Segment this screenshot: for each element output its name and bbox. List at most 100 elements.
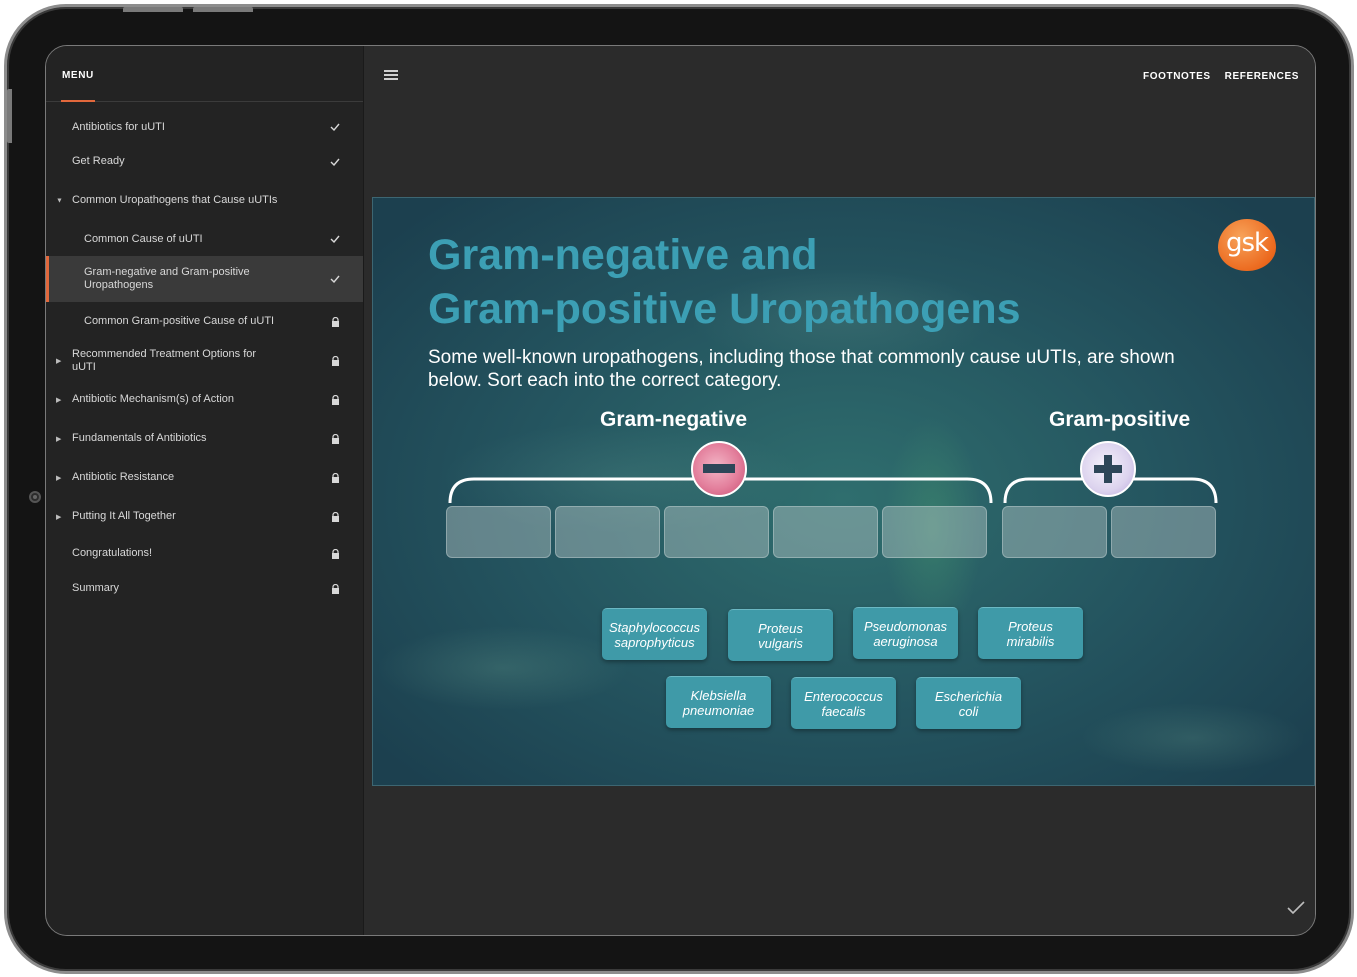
volume-button [123,7,183,12]
sidebar-item-label: Common Uropathogens that Cause uUTIs [72,194,278,206]
side-button [7,89,12,143]
footnotes-link[interactable]: FOOTNOTES [1143,71,1211,82]
chip-label-line-2: mirabilis [1006,633,1055,649]
sidebar-item-label: Congratulations! [72,547,153,559]
sidebar-item-label: Common Gram-positive Cause of uUTI [84,315,275,327]
gram-negative-slot[interactable] [664,506,769,558]
caret-right-icon[interactable]: ▶ [56,474,62,482]
caret-right-icon[interactable]: ▶ [56,357,62,365]
checkmark-icon [329,273,341,285]
sidebar-item[interactable]: ▶ Antibiotic Mechanism(s) of Action [46,380,363,419]
lock-icon [329,433,341,445]
sidebar-item-label: Summary [72,582,120,594]
slide-title-line-1: Gram-negative and [428,231,818,279]
gram-positive-slot[interactable] [1111,506,1216,558]
checkmark-icon [329,156,341,168]
chip-label-line-2: saprophyticus [614,634,695,650]
chip-label-line-1: Enterococcus [804,688,883,704]
chip-label-line-1: Klebsiella [690,687,747,703]
caret-right-icon[interactable]: ▶ [56,396,62,404]
gram-positive-slot[interactable] [1002,506,1107,558]
chip-label-line-2: aeruginosa [873,633,938,649]
gram-negative-heading: Gram-negative [600,408,748,431]
sidebar-item-label: Putting It All Together [72,510,176,522]
sidebar-item[interactable]: ▶ Antibiotic Resistance [46,458,363,497]
sidebar-item-label: Recommended Treatment Options for uUTI [72,347,257,373]
lock-icon [329,316,341,328]
gram-positive-drop-zone [1002,506,1216,558]
checkmark-submit-icon[interactable] [1287,901,1305,915]
lock-icon [329,355,341,367]
menu-header: MENU [46,46,363,102]
sidebar-item-label: Antibiotic Resistance [72,471,175,483]
sidebar-item[interactable]: Common Gram-positive Cause of uUTI [46,302,363,341]
sidebar-item[interactable]: ▼ Common Uropathogens that Cause uUTIs [46,179,363,222]
gsk-logo: gsk [1218,219,1276,271]
chip-label-line-2: faecalis [821,703,866,719]
gram-negative-slot[interactable] [882,506,987,558]
sidebar-item-label: Antibiotic Mechanism(s) of Action [72,393,235,405]
sidebar-item-label: Antibiotics for uUTI [72,120,165,133]
gram-negative-slot[interactable] [446,506,551,558]
chip-label-line-1: Proteus [758,620,803,636]
slide-title: Gram-negative and Gram-positive Uropatho… [428,228,1128,336]
sidebar-item[interactable]: ▶ Recommended Treatment Options for uUTI [46,341,363,380]
hamburger-menu-icon[interactable] [384,70,398,82]
top-links: FOOTNOTES REFERENCES [1143,71,1299,82]
slide: Gram-negative and Gram-positive Uropatho… [372,197,1315,786]
sidebar-item-label: Get Ready [72,155,125,167]
sidebar-item-label: Gram-negative and Gram-positive Uropatho… [84,266,250,291]
sidebar-item[interactable]: ▶ Putting It All Together [46,497,363,536]
menu-title: MENU [62,70,94,81]
caret-right-icon[interactable]: ▶ [56,513,62,521]
chip-label-line-1: Escherichia [934,688,1003,704]
caret-right-icon[interactable]: ▶ [56,435,62,443]
camera-icon [29,491,41,503]
gram-negative-slot[interactable] [555,506,660,558]
sidebar-item[interactable]: Congratulations! [46,536,363,571]
volume-button [193,7,253,12]
sidebar-item[interactable]: Antibiotics for uUTI [46,110,363,144]
chip-label-line-2: vulgaris [758,635,803,651]
sidebar-item[interactable]: Summary [46,571,363,606]
sidebar-item[interactable]: ▶ Fundamentals of Antibiotics [46,419,363,458]
gsk-logo-text: gsk [1225,228,1269,258]
gram-negative-slot[interactable] [773,506,878,558]
gram-positive-plus-icon [1080,441,1136,497]
chip-label-line-2: coli [958,703,979,719]
checkmark-icon [329,121,341,133]
chip-label-line-1: Staphylococcus [608,619,701,635]
sidebar-menu: MENU Antibiotics for uUTI Get Ready ▼ Commo… [46,46,364,935]
caret-down-icon[interactable]: ▼ [56,197,63,204]
lock-icon [329,511,341,523]
slide-title-line-2: Gram-positive Uropathogens [428,285,1021,333]
lock-icon [329,583,341,595]
gram-negative-drop-zone [446,506,987,558]
gram-negative-minus-icon [691,441,747,497]
references-link[interactable]: REFERENCES [1224,71,1299,82]
sidebar-item[interactable]: Gram-negative and Gram-positive Uropatho… [46,256,363,302]
sidebar-item-label: Fundamentals of Antibiotics [72,432,207,444]
app-screen: MENU Antibiotics for uUTI Get Ready ▼ Commo… [45,45,1316,936]
lock-icon [329,548,341,560]
slide-instructions: Some well-known uropathogens, including … [428,347,1175,391]
chip-label-line-1: Proteus [1008,618,1053,634]
sidebar-item[interactable]: Common Cause of uUTI [46,222,363,256]
sidebar-item-label: Common Cause of uUTI [84,232,203,245]
gram-positive-heading: Gram-positive [1049,408,1191,431]
lock-icon [329,472,341,484]
main-content: FOOTNOTES REFERENCES Gram-negative and G… [364,46,1315,935]
sidebar-item[interactable]: Get Ready [46,144,363,179]
chip-label-line-2: pneumoniae [682,702,755,718]
